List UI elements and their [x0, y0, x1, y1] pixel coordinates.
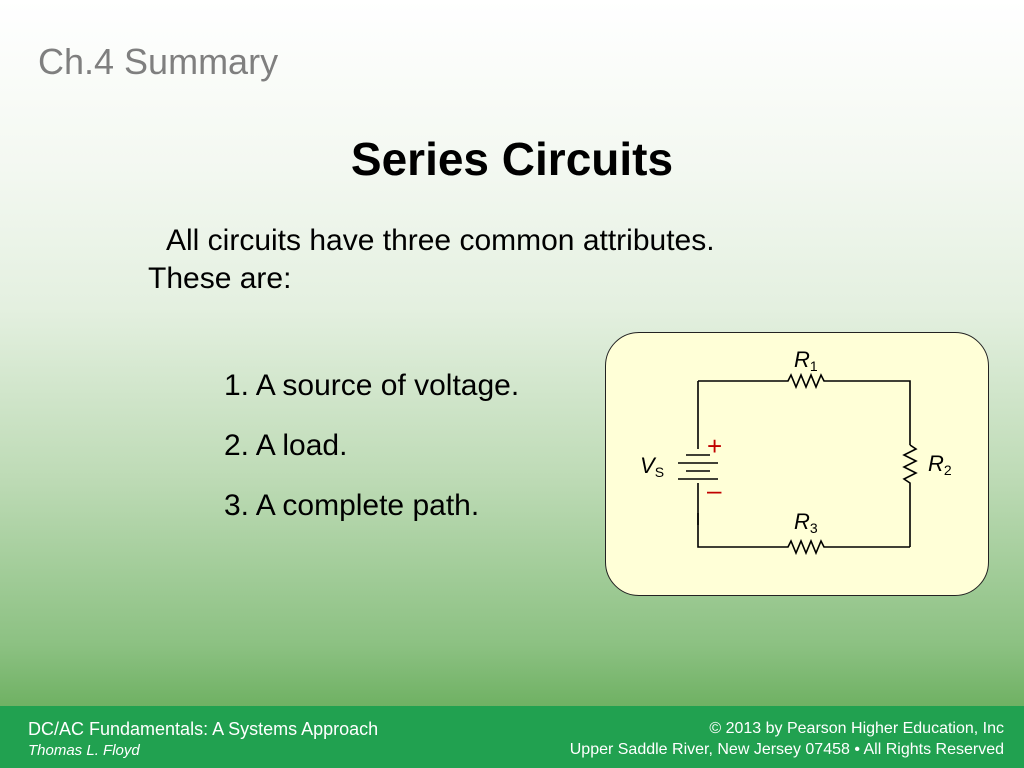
source-label: VS: [640, 453, 664, 480]
attribute-list: 1. A source of voltage. 2. A load. 3. A …: [224, 364, 519, 544]
battery-plus-sign: +: [707, 431, 722, 461]
r1-label-sub: 1: [810, 358, 818, 374]
r1-label-main: R: [794, 347, 810, 372]
intro-line-1: All circuits have three common attribute…: [166, 224, 715, 257]
intro-line-2: These are:: [148, 262, 292, 295]
intro-text: All circuits have three common attribute…: [148, 222, 848, 298]
source-label-main: V: [640, 453, 657, 478]
footer-book-title: DC/AC Fundamentals: A Systems Approach: [28, 719, 379, 739]
r2-label-sub: 2: [944, 462, 952, 478]
r3-label-main: R: [794, 509, 810, 534]
battery-minus-sign: –: [707, 475, 722, 505]
bottom-wire: [697, 513, 910, 556]
top-wire: [698, 372, 911, 445]
r3-label: R3: [794, 509, 818, 536]
r3-label-sub: 3: [810, 520, 818, 536]
attribute-item-complete-path: 3. A complete path.: [224, 489, 480, 522]
footer-bar: DC/AC Fundamentals: A Systems Approach T…: [0, 706, 1024, 768]
slide-title: Series Circuits: [350, 133, 674, 185]
battery-symbol: [678, 454, 718, 480]
r1-label: R1: [794, 347, 818, 374]
r2-label: R2: [928, 451, 952, 478]
source-label-sub: S: [655, 464, 664, 480]
attribute-item-load: 2. A load.: [224, 429, 348, 462]
footer-copyright: © 2013 by Pearson Higher Education, Inc: [709, 720, 1004, 737]
footer-address: Upper Saddle River, New Jersey 07458 • A…: [569, 741, 1004, 758]
series-circuit-diagram: + – VS R1 R2 R3: [640, 347, 952, 556]
footer-author: Thomas L. Floyd: [28, 742, 140, 759]
section-title: Ch.4 Summary: [38, 41, 279, 82]
resistor-r2-symbol: [902, 444, 918, 547]
circuit-diagram-panel: + – VS R1 R2 R3: [605, 332, 989, 596]
r2-label-main: R: [928, 451, 944, 476]
attribute-item-voltage-source: 1. A source of voltage.: [224, 369, 520, 402]
